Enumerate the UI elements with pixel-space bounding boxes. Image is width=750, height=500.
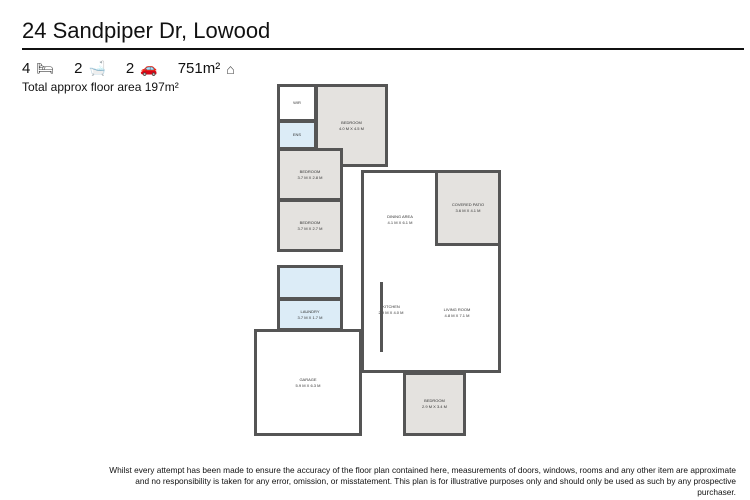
bedroom-count: 4	[22, 60, 31, 77]
bath-icon: 🛁	[88, 60, 106, 76]
room-wir: WIR	[277, 84, 317, 122]
page-title: 24 Sandpiper Dr, Lowood	[22, 18, 271, 43]
kitchen-wall	[380, 282, 383, 352]
divider	[22, 48, 744, 50]
room-dining-living	[361, 170, 501, 373]
bed-icon: 🛏	[36, 60, 55, 76]
land-size: 751m²	[177, 60, 221, 77]
car-garage-icon: 🚗	[140, 60, 158, 76]
room-bathroom	[277, 265, 343, 300]
bathroom-count: 2	[74, 60, 83, 77]
garage-count: 2	[125, 60, 135, 77]
property-stats: 4 🛏 2 🛁 2 🚗 751m² ⌂	[22, 60, 249, 77]
floor-area: Total approx floor area 197m²	[22, 80, 179, 94]
house-land-icon: ⌂	[226, 60, 235, 77]
room-ensuite: ENS	[277, 120, 317, 150]
disclaimer: Whilst every attempt has been made to en…	[109, 465, 736, 497]
